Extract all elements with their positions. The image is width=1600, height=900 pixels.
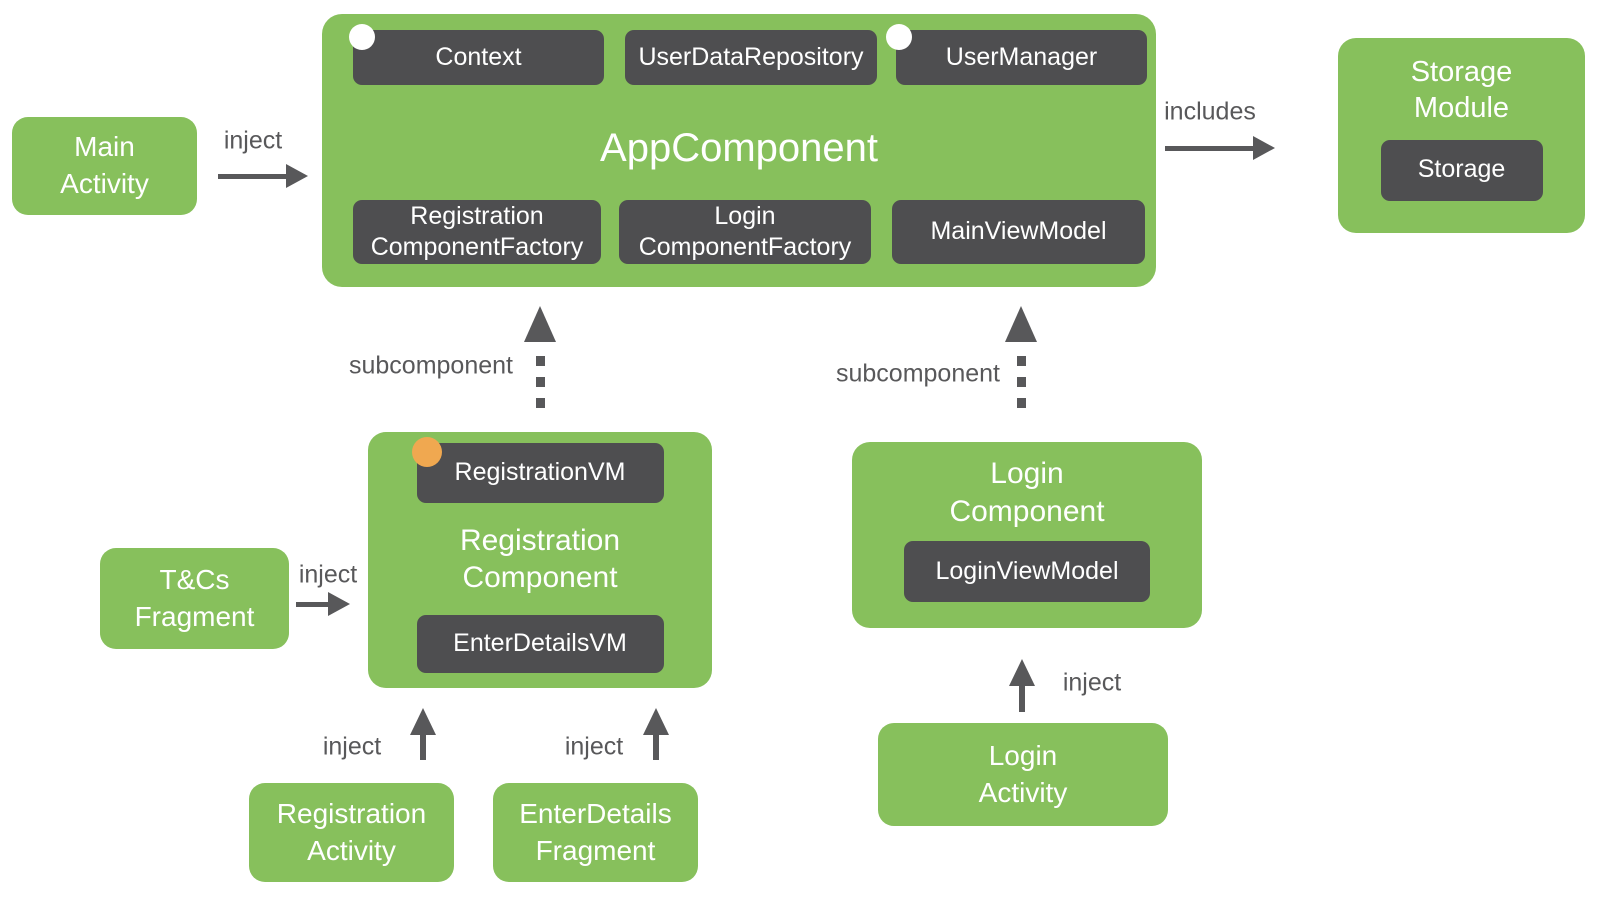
includes-label: includes: [1164, 97, 1256, 126]
registration-subcomponent-arrow-icon: [524, 306, 556, 408]
registration-subcomponent-label: subcomponent: [348, 351, 514, 380]
registration-vm-box: RegistrationVM: [416, 443, 664, 503]
storage-box: Storage: [1380, 139, 1543, 201]
enterdetails-fragment-node: EnterDetails Fragment: [493, 783, 698, 882]
scope-dot-orange-icon: [412, 437, 442, 467]
registration-component-factory-box: Registration ComponentFactory: [353, 200, 601, 264]
arrow-dash: [535, 398, 545, 408]
main-view-model-box: MainViewModel: [892, 200, 1145, 264]
arrow-shaft: [218, 173, 286, 179]
arrow-head: [1253, 136, 1275, 160]
login-inject-arrow-icon: [1009, 659, 1035, 712]
storage-module-title: Storage Module: [1410, 56, 1513, 125]
login-inject-label: inject: [1062, 668, 1122, 697]
arrow-dash: [535, 356, 545, 366]
enter-details-vm-box: EnterDetailsVM: [416, 615, 664, 673]
arrow-head: [286, 164, 308, 188]
registration-component-node: RegistrationVM Registration Component En…: [368, 432, 712, 688]
login-activity-node: Login Activity: [878, 723, 1168, 826]
arrow-shaft: [296, 601, 328, 607]
arrow-head: [524, 306, 556, 342]
registration-component-title: Registration Component: [459, 523, 621, 595]
arrow-head: [410, 708, 436, 735]
user-data-repository-box: UserDataRepository: [625, 30, 877, 85]
tcs-fragment-node: T&Cs Fragment: [100, 548, 289, 649]
login-component-factory-box: Login ComponentFactory: [619, 200, 871, 264]
app-component-title: AppComponent: [600, 125, 878, 170]
registration-activity-inject-arrow-icon: [410, 708, 436, 760]
scope-dot-white-icon: [886, 24, 912, 50]
login-view-model-box: LoginViewModel: [904, 541, 1150, 602]
arrow-head: [1009, 659, 1035, 686]
context-box: Context: [353, 30, 604, 85]
arrow-head: [328, 592, 350, 616]
arrow-dash: [1016, 398, 1026, 408]
login-component-node: Login Component LoginViewModel: [852, 442, 1202, 628]
arrow-head: [1005, 306, 1037, 342]
app-component-node: Context UserDataRepository UserManager A…: [322, 14, 1156, 287]
registration-activity-inject-label: inject: [322, 732, 382, 761]
includes-arrow-icon: [1165, 136, 1275, 160]
arrow-dash: [535, 377, 545, 387]
registration-component-title-wrap: Registration Component: [460, 503, 620, 615]
registration-activity-node: Registration Activity: [249, 783, 454, 882]
user-manager-box: UserManager: [896, 30, 1147, 85]
login-subcomponent-label: subcomponent: [835, 359, 1001, 388]
arrow-dash: [1016, 356, 1026, 366]
arrow-shaft: [1165, 145, 1253, 151]
main-inject-arrow-icon: [218, 164, 308, 188]
arrow-head: [643, 708, 669, 735]
arrow-shaft: [653, 735, 659, 760]
arrow-shaft: [1019, 686, 1025, 712]
scope-dot-white-icon: [349, 24, 375, 50]
storage-module-node: Storage Module Storage: [1338, 38, 1585, 233]
login-subcomponent-arrow-icon: [1005, 306, 1037, 408]
enterdetails-inject-label: inject: [564, 732, 624, 761]
login-component-title: Login Component: [949, 457, 1105, 528]
arrow-dash: [1016, 377, 1026, 387]
enterdetails-inject-arrow-icon: [643, 708, 669, 760]
tcs-inject-arrow-icon: [296, 592, 350, 616]
main-activity-node: Main Activity: [12, 117, 197, 215]
tcs-inject-label: inject: [298, 560, 358, 589]
arrow-shaft: [420, 735, 426, 760]
main-inject-label: inject: [223, 126, 283, 155]
